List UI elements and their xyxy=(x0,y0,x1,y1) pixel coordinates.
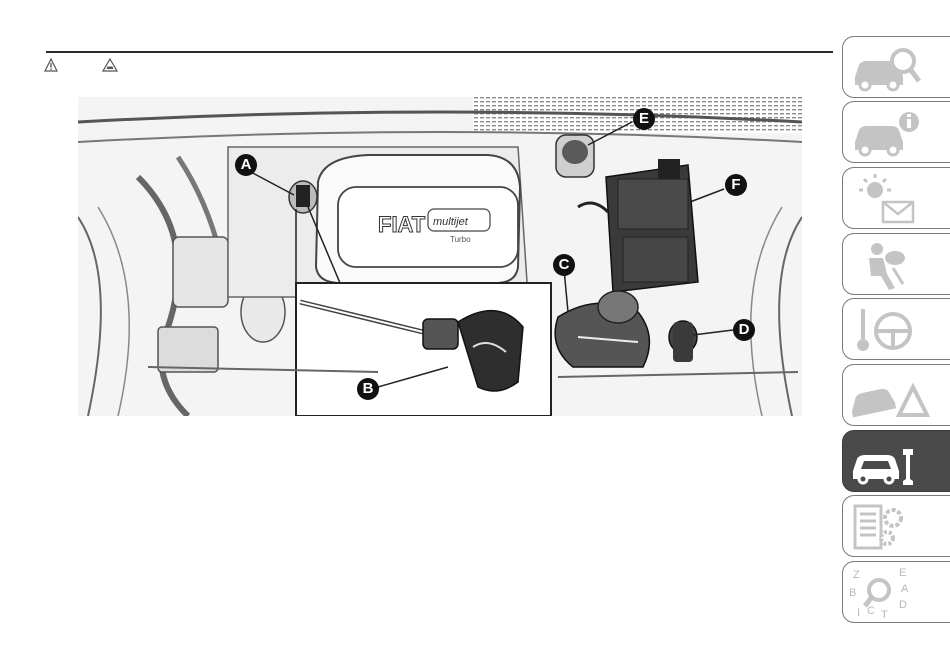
callout-f: F xyxy=(725,174,747,196)
tab-dashboard-lights[interactable] xyxy=(842,167,950,229)
index-letter-i: I xyxy=(857,607,860,619)
dashboard-lights-message-icon xyxy=(843,168,950,230)
tab-emergency[interactable] xyxy=(842,364,950,426)
car-info-icon xyxy=(843,102,950,164)
tab-safety[interactable] xyxy=(842,233,950,295)
airbag-occupant-icon xyxy=(843,234,950,296)
tab-car-search[interactable] xyxy=(842,36,950,98)
callout-c: C xyxy=(553,254,575,276)
index-letter-e: E xyxy=(899,567,906,579)
index-letter-t: T xyxy=(881,609,888,621)
engine-cover-brand: FIAT xyxy=(378,212,426,237)
index-letter-b: B xyxy=(849,587,856,599)
tab-car-info[interactable] xyxy=(842,101,950,163)
car-wrench-icon xyxy=(843,431,950,493)
index-letter-d: D xyxy=(899,599,907,611)
callout-b: B xyxy=(357,378,379,400)
header-rule xyxy=(46,51,833,53)
document-gear-icon xyxy=(843,496,950,558)
tab-technical-data[interactable] xyxy=(842,495,950,557)
warning-triangle-icon xyxy=(44,58,58,77)
callout-a: A xyxy=(235,154,257,176)
index-letter-z: Z xyxy=(853,569,860,581)
engine-bay-illustration: FIAT multijet Turbo xyxy=(78,97,802,416)
car-search-icon xyxy=(843,37,950,99)
tab-servicing-maintenance[interactable] xyxy=(842,430,950,492)
alphabetical-index-search-icon: Z E B A I C T D xyxy=(843,562,950,624)
warning-car-icon xyxy=(102,58,118,77)
engine-badge: multijet xyxy=(433,216,469,228)
tab-index[interactable]: Z E B A I C T D xyxy=(842,561,950,623)
engine-badge-sub: Turbo xyxy=(450,235,471,244)
car-breakdown-warning-icon xyxy=(843,365,950,427)
tab-starting-driving[interactable] xyxy=(842,298,950,360)
key-steering-wheel-icon xyxy=(843,299,950,361)
index-letter-c: C xyxy=(867,605,875,617)
callout-d: D xyxy=(733,319,755,341)
index-letter-a: A xyxy=(901,583,909,595)
callout-e: E xyxy=(633,108,655,130)
